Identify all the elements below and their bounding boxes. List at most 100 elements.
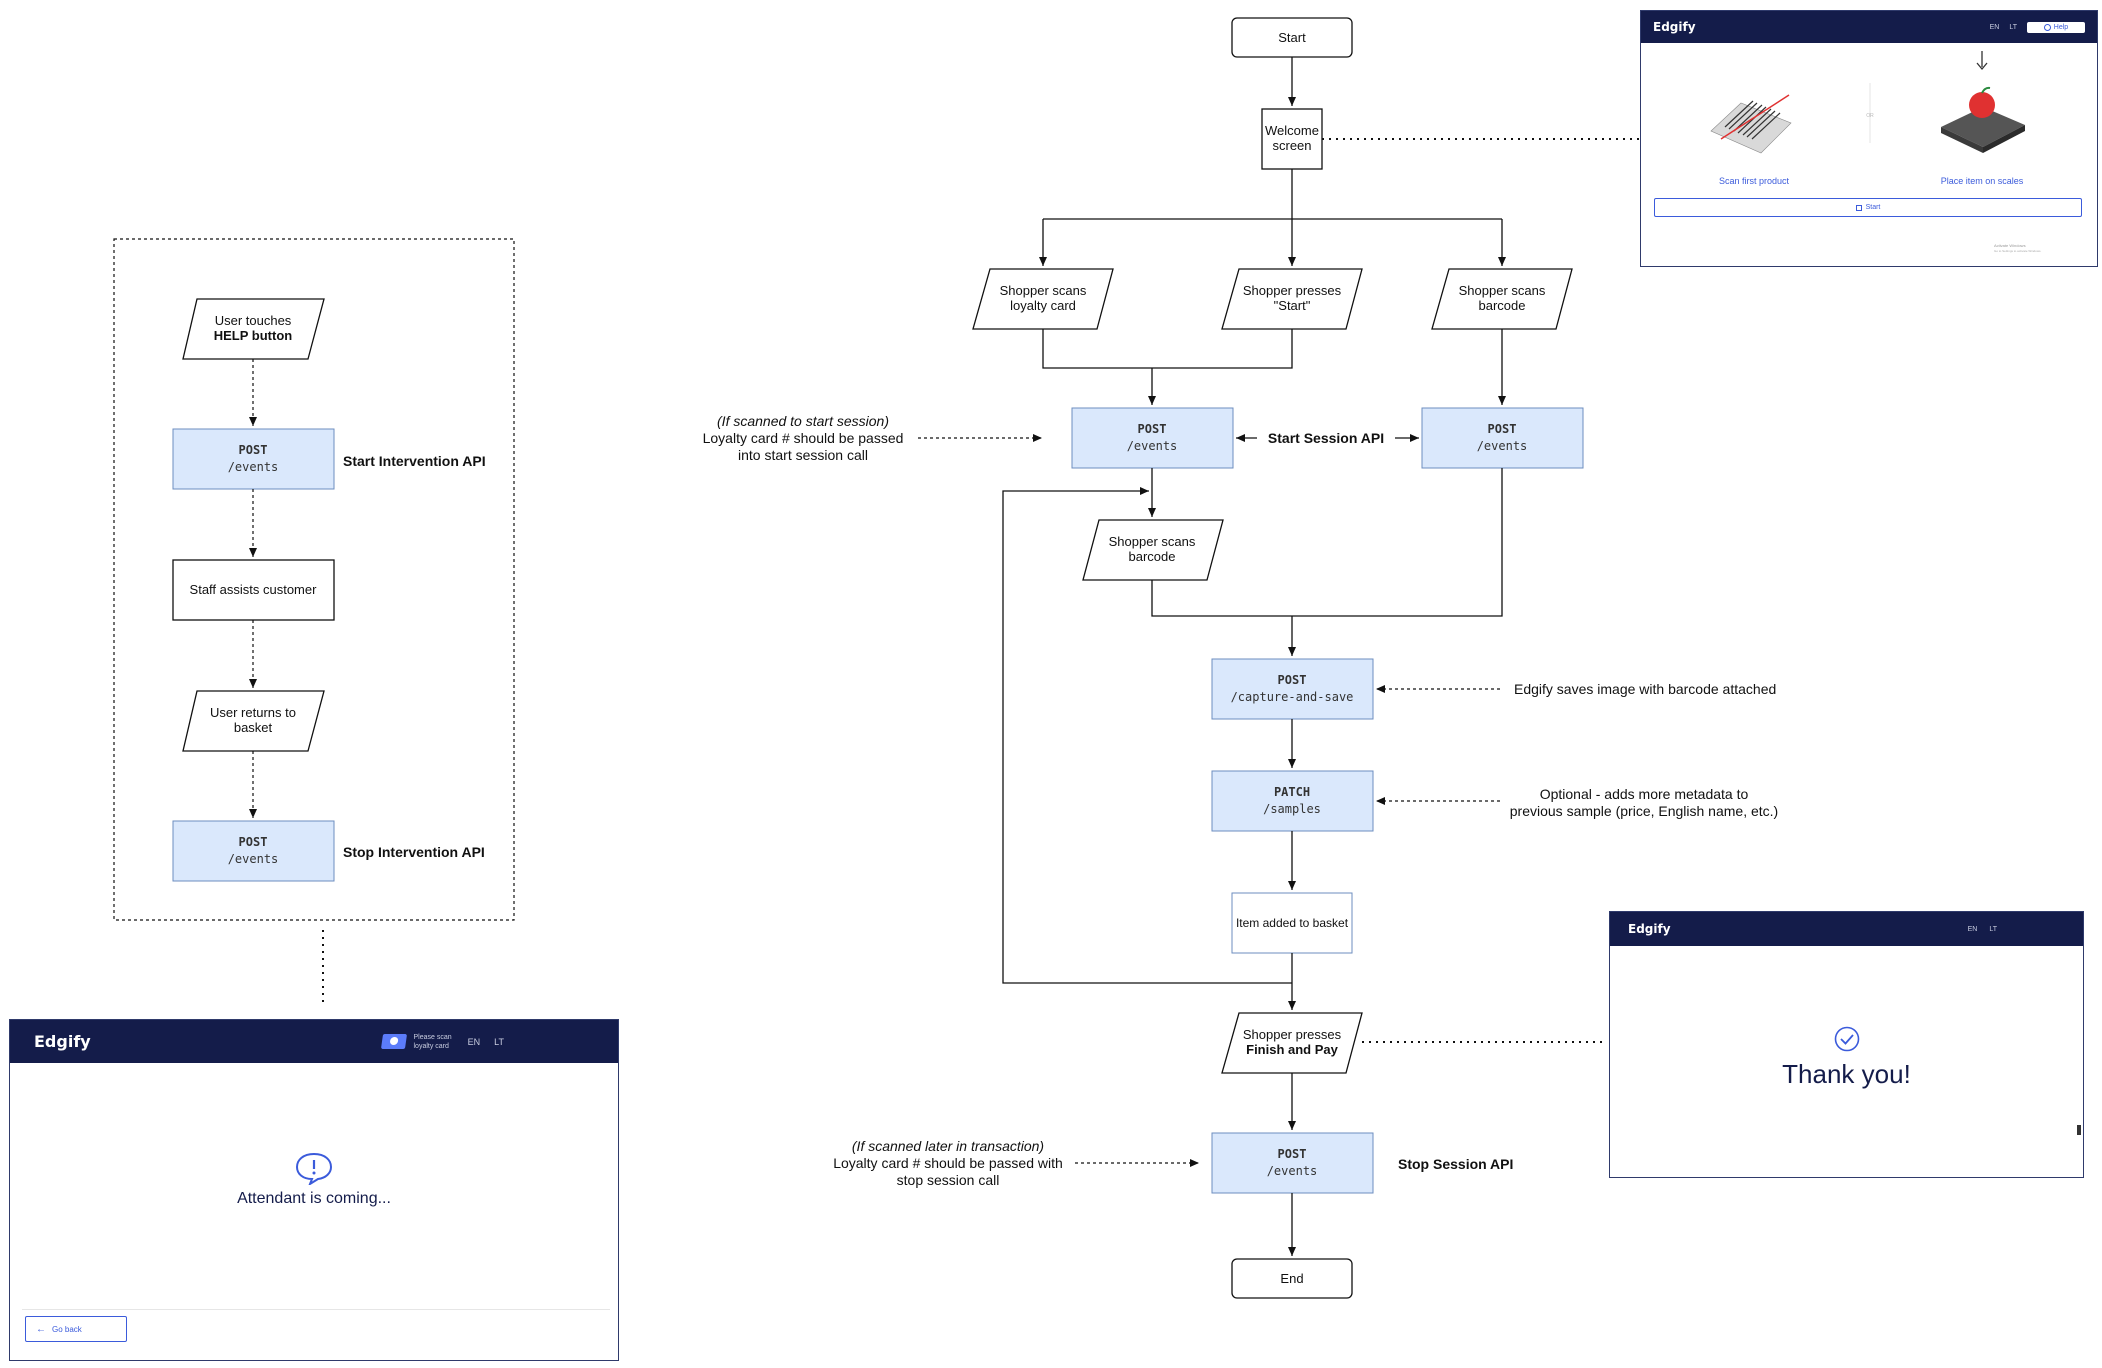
scans-barcode-step: Shopper scans barcode (1431, 268, 1573, 330)
brand-logo: Edgify (1653, 20, 1696, 34)
arrow-left-icon: ← (36, 1323, 46, 1335)
scans-barcode-line2: barcode (1479, 298, 1526, 313)
welcome-line1: Welcome (1265, 123, 1319, 138)
start-note-line2: Loyalty card # should be passed (703, 430, 904, 446)
start-session-post-right: POST /events (1421, 407, 1584, 469)
capture-post: POST /capture-and-save (1211, 658, 1374, 720)
go-back-label: Go back (52, 1324, 82, 1334)
staff-assists-step: Staff assists customer (172, 559, 335, 621)
lang-lt[interactable]: LT (1989, 925, 1997, 933)
patch-method-label: PATCH (1274, 785, 1310, 799)
barcode-scan-icon (1710, 94, 1792, 154)
user-returns-line1: User returns to (210, 705, 296, 720)
end-terminal: End (1231, 1258, 1353, 1299)
check-circle-icon (1834, 1026, 1860, 1052)
merge-to-capture (1151, 468, 1503, 656)
events-path-label: /events (228, 460, 279, 474)
scan-loop-step: Shopper scans barcode (1082, 519, 1224, 581)
thanks-screen-mockup: Edgify EN LT Thank you! (1609, 911, 2084, 1178)
capture-note: Edgify saves image with barcode attached (1514, 681, 1776, 697)
start-note-line3: into start session call (738, 447, 868, 463)
item-added-label: Item added to basket (1236, 916, 1349, 930)
intervention-group-border (113, 238, 515, 921)
stop-note-line2: Loyalty card # should be passed with (833, 1155, 1063, 1171)
user-returns-line2: basket (234, 720, 273, 735)
samples-path-label: /samples (1263, 802, 1321, 816)
post-method-label-2: POST (239, 835, 268, 849)
footer-line1: Activate Windows (1994, 243, 2026, 248)
start-note-line1: (If scanned to start session) (717, 413, 889, 429)
start-intervention-post: POST /events (172, 428, 335, 490)
attendant-header: Edgify Please scan loyalty card EN LT (10, 1020, 618, 1063)
patch-note-line1: Optional - adds more metadata to (1540, 786, 1749, 802)
stop-session-post: POST /events (1211, 1132, 1374, 1194)
or-label: OR (1866, 113, 1874, 119)
scan-first-label: Scan first product (1719, 176, 1790, 186)
finish-line2: Finish and Pay (1246, 1042, 1339, 1057)
presses-start-step: Shopper presses "Start" (1221, 268, 1363, 330)
start-terminal: Start (1231, 17, 1353, 58)
start-session-post-left: POST /events (1071, 407, 1234, 469)
start-button[interactable]: Start (1654, 198, 2082, 217)
loyalty-card-icon (380, 1034, 407, 1049)
stop-note-line1: (If scanned later in transaction) (852, 1138, 1044, 1154)
staff-assists-label: Staff assists customer (190, 582, 318, 597)
attendant-message: Attendant is coming... (237, 1190, 391, 1207)
brand-logo: Edgify (34, 1032, 91, 1051)
loyalty-prompt-line2: loyalty card (413, 1042, 449, 1050)
lang-en[interactable]: EN (1989, 23, 2000, 31)
end-label: End (1280, 1271, 1303, 1286)
lang-lt[interactable]: LT (2009, 23, 2017, 31)
help-icon (2043, 23, 2051, 31)
lang-en[interactable]: EN (467, 1036, 481, 1047)
user-returns-step: User returns to basket (182, 690, 325, 752)
go-back-button[interactable]: ← Go back (25, 1316, 127, 1342)
brand-logo: Edgify (1628, 922, 1671, 936)
start-label: Start (1278, 30, 1306, 45)
stop-events-path-label: /events (1267, 1164, 1318, 1178)
loop-back-line (1002, 487, 1292, 984)
attendant-screen-mockup: Edgify Please scan loyalty card EN LT At… (9, 1019, 619, 1361)
finish-pay-step: Shopper presses Finish and Pay (1221, 1012, 1363, 1074)
scale-apple-icon (1941, 51, 2025, 153)
events-path-label-2: /events (228, 852, 279, 866)
start-session-api-label: Start Session API (1268, 430, 1384, 446)
loyalty-line2: loyalty card (1010, 298, 1076, 313)
presses-start-line2: "Start" (1274, 298, 1311, 313)
scan-loop-line2: barcode (1129, 549, 1176, 564)
scans-loyalty-step: Shopper scans loyalty card (972, 268, 1114, 330)
loyalty-prompt: Please scan loyalty card (414, 1033, 452, 1051)
capture-path-label: /capture-and-save (1231, 690, 1354, 704)
help-button[interactable]: Help (2027, 21, 2085, 33)
events-path-label-3: /events (1127, 439, 1178, 453)
start-button-label: Start (1865, 204, 1881, 211)
corner-mark (2077, 1125, 2081, 1135)
loyalty-prompt-line1: Please scan (413, 1033, 452, 1041)
stop-intervention-post: POST /events (172, 820, 335, 882)
events-path-label-4: /events (1477, 439, 1528, 453)
stop-post-method-label: POST (1278, 1147, 1307, 1161)
patch-note-line2: previous sample (price, English name, et… (1510, 803, 1778, 819)
thanks-header: Edgify EN LT (1610, 912, 2083, 946)
finish-line1: Shopper presses (1243, 1027, 1342, 1042)
start-icon (1855, 204, 1862, 211)
presses-start-line1: Shopper presses (1243, 283, 1342, 298)
loyalty-line1: Shopper scans (1000, 283, 1087, 298)
welcome-screen-mockup: Edgify EN LT Help Scan first product (1640, 10, 2098, 267)
welcome-header: Edgify EN LT Help (1641, 11, 2097, 43)
welcome-line2: screen (1272, 138, 1311, 153)
help-touch-step: User touches HELP button (182, 298, 325, 360)
patch-samples: PATCH /samples (1211, 770, 1374, 832)
footer-line2: Go to Settings to activate Windows. (1994, 249, 2042, 253)
scan-loop-line1: Shopper scans (1109, 534, 1196, 549)
welcome-illustrations: Scan first product OR Place item on scal… (1710, 51, 2042, 253)
lang-lt[interactable]: LT (494, 1036, 504, 1047)
thanks-message: Thank you! (1782, 1059, 1911, 1089)
post-method-label: POST (239, 443, 268, 457)
stop-note-line3: stop session call (897, 1172, 1000, 1188)
help-touch-line1: User touches (215, 313, 292, 328)
lang-en[interactable]: EN (1967, 925, 1978, 933)
post-method-label-3: POST (1138, 422, 1167, 436)
scans-barcode-line1: Shopper scans (1459, 283, 1546, 298)
